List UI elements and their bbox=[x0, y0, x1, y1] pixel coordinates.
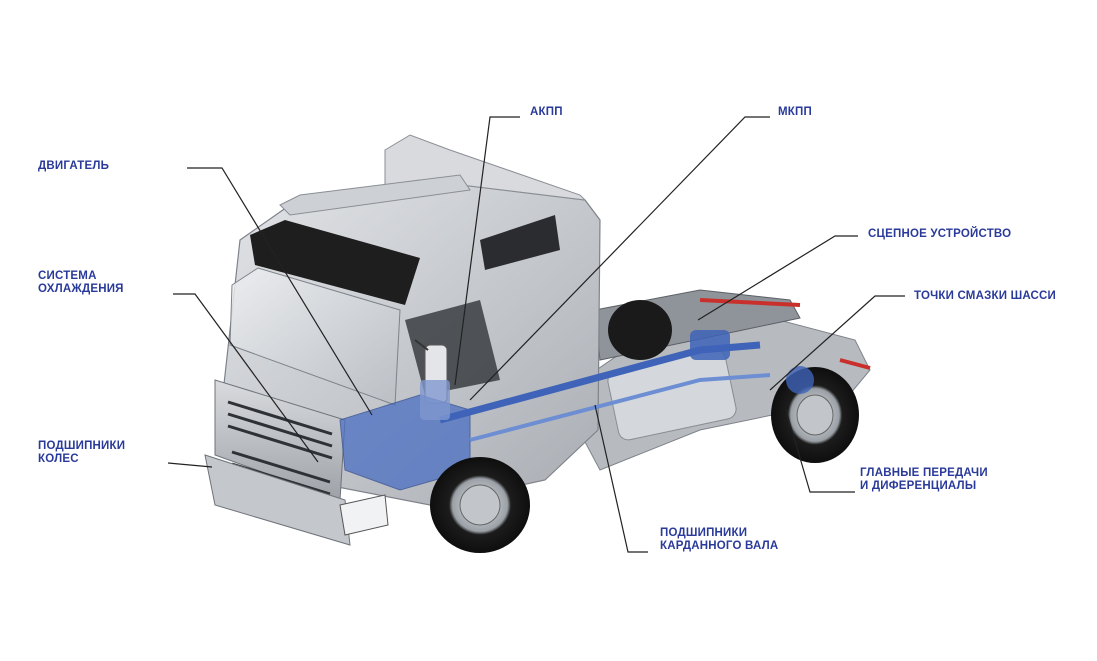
label-cooling-system: СИСТЕМА ОХЛАЖДЕНИЯ bbox=[38, 270, 124, 295]
leader-akpp bbox=[454, 116, 520, 386]
leader-engine bbox=[187, 167, 373, 416]
leader-final-drives bbox=[785, 409, 855, 493]
leader-lines bbox=[167, 116, 905, 553]
label-manual-transmission: МКПП bbox=[778, 106, 812, 118]
label-automatic-transmission: АКПП bbox=[530, 106, 563, 118]
front-wheel bbox=[430, 457, 530, 553]
leader-cooling bbox=[173, 293, 319, 463]
leader-fifth-wheel bbox=[697, 235, 858, 321]
label-driveshaft-bearings: ПОДШИПНИКИ КАРДАННОГО ВАЛА bbox=[660, 527, 779, 552]
leader-mkpp bbox=[469, 116, 770, 401]
leader-driveshaft bbox=[594, 404, 648, 553]
label-fifth-wheel: СЦЕПНОЕ УСТРОЙСТВО bbox=[868, 228, 1012, 240]
label-chassis-lube-points: ТОЧКИ СМАЗКИ ШАССИ bbox=[914, 290, 1057, 302]
label-final-drives: ГЛАВНЫЕ ПЕРЕДАЧИ И ДИФЕРЕНЦИАЛЫ bbox=[860, 467, 988, 492]
leader-wheel-bearings bbox=[167, 462, 213, 468]
leader-chassis-lube bbox=[769, 295, 905, 391]
cab-body bbox=[204, 134, 601, 546]
grille bbox=[227, 400, 333, 496]
label-engine: ДВИГАТЕЛЬ bbox=[38, 160, 110, 172]
label-wheel-bearings: ПОДШИПНИКИ КОЛЕС bbox=[38, 440, 126, 465]
